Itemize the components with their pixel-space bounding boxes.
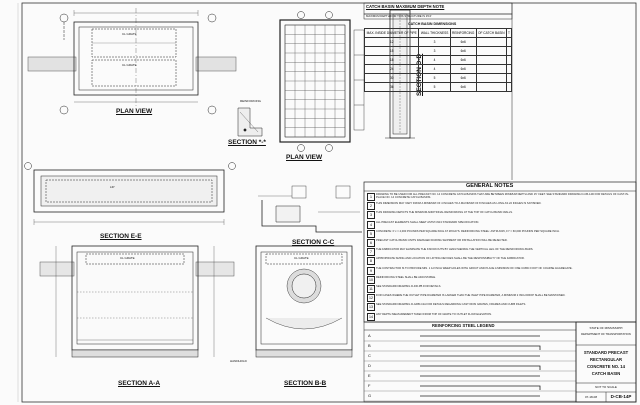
section-b-b-title: SECTION B-B xyxy=(284,380,327,387)
dim-col-0: MAX. INSIDE DIAMETER OF PIPE xyxy=(363,28,420,38)
rebar-shape xyxy=(420,385,541,390)
cl-grate-label-1: CL GRATE xyxy=(122,32,137,36)
legend-mark: C xyxy=(368,353,371,358)
note-number: 7 xyxy=(367,248,375,257)
dimensions-table: MAX. INSIDE DIAMETER OF PIPE WALL THICKN… xyxy=(363,28,513,92)
note-number: 10 xyxy=(367,275,375,284)
plan-view-top xyxy=(27,8,237,115)
plan-view-grid-title: PLAN VIEW xyxy=(286,154,323,161)
general-note-item: THIS DIMENSION MAY VARY FROM A MINIMUM O… xyxy=(376,202,542,206)
general-note-item: ALL PRECAST ELEMENTS SHALL MEET ASTM C91… xyxy=(376,220,480,224)
rebar-shape xyxy=(420,345,541,350)
title-block-line4: CATCH BASIN xyxy=(591,371,621,376)
section-star-detail xyxy=(237,107,263,137)
title-block-line2: RECTANGULAR xyxy=(589,357,623,362)
general-note-item: THIS DRAWING DEPICTS THE MINIMUM ADDITIO… xyxy=(376,211,513,215)
legend-mark: F xyxy=(368,383,371,388)
section-c-c xyxy=(258,185,362,233)
general-notes-title: GENERAL NOTES xyxy=(466,183,514,189)
section-c-c-title: SECTION C-C xyxy=(292,239,335,246)
cl-grate-label-3: CL GRATE xyxy=(120,256,135,260)
general-note-item: ANY DEPTH MEASUREMENT TAKEN FROM TOP OF … xyxy=(376,312,492,316)
note-number: 5 xyxy=(367,229,375,238)
legend-mark: G xyxy=(368,393,372,398)
note-number: 8 xyxy=(367,257,375,266)
handhold-label: HANDHOLD xyxy=(230,359,247,363)
steel-legend-title: REINFORCING STEEL LEGEND xyxy=(432,323,495,328)
general-note-item: THE FABRICATOR MAY ELIMINATE THE KNOCKOU… xyxy=(376,248,534,252)
note-number: 1 xyxy=(367,193,375,201)
reinforcing-label: REINFORCING xyxy=(240,99,261,103)
section-a-a-title: SECTION A-A xyxy=(118,380,161,387)
note-number: 13 xyxy=(367,303,375,312)
note-number: 3 xyxy=(367,211,375,220)
general-note-item: APPROPRIATE SIZING AND LOCATION OF LIFTI… xyxy=(376,257,525,261)
plan-view-grid xyxy=(279,11,351,152)
cl-grate-label-2: CL GRATE xyxy=(122,63,137,67)
legend-mark: B xyxy=(368,343,371,348)
title-block-line3: CONCRETE NO. 14 xyxy=(587,364,625,369)
title-block-line1: STANDARD PRECAST xyxy=(583,350,629,355)
dim-col-2: REINFORCING xyxy=(449,28,477,38)
depth-note-title: CATCH BASIN MAXIMUM DEPTH NOTE xyxy=(366,4,445,9)
dimensions-table-title: CATCH BASIN DIMENSIONS xyxy=(408,22,457,26)
plan-view-title: PLAN VIEW xyxy=(116,108,153,115)
section-b-b xyxy=(255,245,353,358)
lip-label: LIP xyxy=(110,185,115,189)
dim-col-4: T xyxy=(505,28,513,38)
title-block-drawing-no: D-CB-14P xyxy=(610,394,632,399)
note-number: 2 xyxy=(367,202,375,211)
legend-mark: D xyxy=(368,363,371,368)
note-number: 11 xyxy=(367,285,375,293)
depth-note-line: MAXIMUM DEPTH FOR THIS STRUCTURE IS 15.0… xyxy=(366,14,433,18)
general-note-item: DRAWING TO BE USED FOR ALL PRECAST NO. 1… xyxy=(376,193,629,200)
general-note-item: REINFORCING STEEL SHALL BE ADJUSTABLE. xyxy=(376,275,436,279)
title-block-state: STATE OF MISSISSIPPI xyxy=(589,326,623,330)
general-note-item: CONCRETE: F´c = 4,000 POUNDS PER SQUARE … xyxy=(376,229,560,233)
general-note-item: THE CONTRACTOR IS TO PROVIDE MIN. 1 1/2 … xyxy=(376,266,573,270)
section-star-title: SECTION *-* xyxy=(228,139,266,146)
title-block-date: 07-18-08 xyxy=(584,395,597,399)
section-a-a xyxy=(39,245,235,358)
plan-view-ticks xyxy=(353,29,365,131)
note-number: 6 xyxy=(367,239,375,247)
right-panel xyxy=(363,2,637,403)
dim-col-1: WALL THICKNESS xyxy=(418,28,451,38)
general-note-item: SEE STANDARD DRAWING D-GRB-C2A FOR DETAI… xyxy=(376,303,527,307)
general-note-item: SEE STANDARD DRAWING D-DR-PB FOR DETAILS… xyxy=(376,285,442,288)
legend-mark: A xyxy=(368,333,371,338)
rebar-shape xyxy=(420,365,541,370)
title-block-scale: NOT TO SCALE xyxy=(595,385,617,389)
note-number: 14 xyxy=(367,312,375,321)
note-number: 4 xyxy=(367,220,375,229)
title-block-dept: DEPARTMENT OF TRANSPORTATION xyxy=(581,332,631,336)
general-note-item: FOR CASES WHERE THE OUTLET PIPE DIAMETER… xyxy=(376,294,566,298)
dim-col-3: OF CATCH BASIN xyxy=(475,28,507,38)
general-note-item: PRECAST CATCH BASIN UNITS DAMAGED DURING… xyxy=(376,239,508,242)
legend-mark: E xyxy=(368,373,371,378)
note-number: 12 xyxy=(367,294,375,303)
section-e-e-title: SECTION E-E xyxy=(100,233,142,240)
note-number: 9 xyxy=(367,266,375,275)
cl-grate-label-4: CL GRATE xyxy=(294,256,309,260)
section-e-e xyxy=(24,162,236,225)
